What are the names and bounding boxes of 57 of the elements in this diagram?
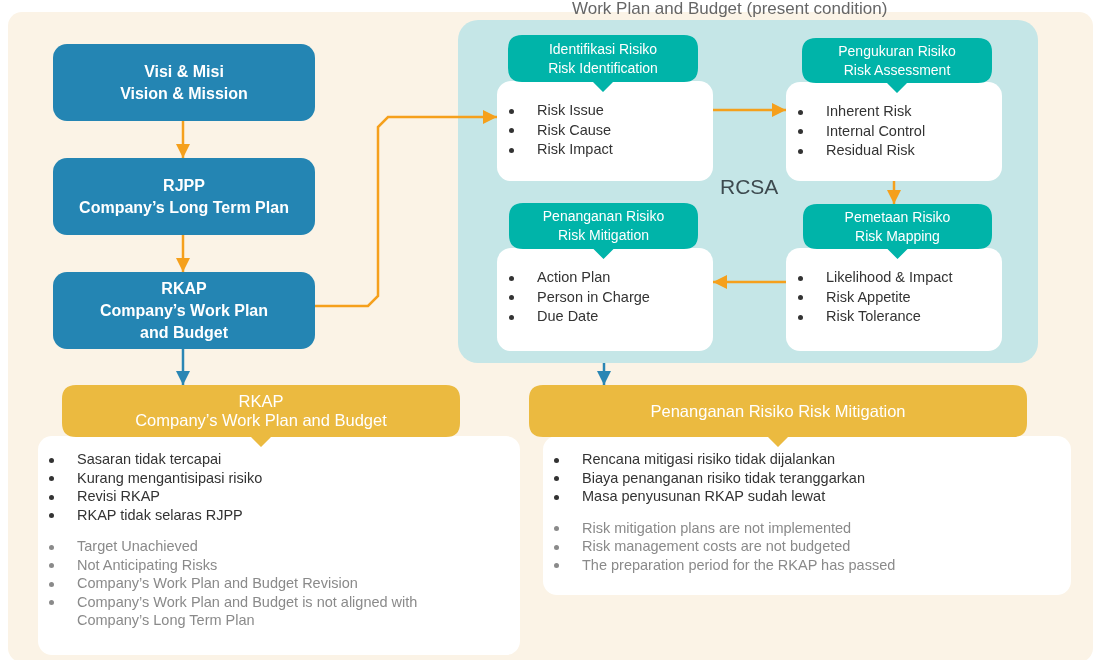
process-box xyxy=(53,158,315,235)
list-item: Masa penyusunan RKAP sudah lewat xyxy=(582,488,826,504)
list-item: Likelihood & Impact xyxy=(826,269,953,285)
list-item: Target Unachieved xyxy=(77,538,198,554)
list-item: Company’s Work Plan and Budget Revision xyxy=(77,575,358,591)
header-title: Penanganan Risiko Risk Mitigation xyxy=(650,401,906,421)
header-title: Pengukuran Risiko xyxy=(838,41,956,61)
list-item: Risk mitigation plans are not implemented xyxy=(582,519,852,536)
list-item: Person in Charge xyxy=(537,288,650,305)
list-item: Risk Appetite xyxy=(826,288,911,305)
header-subtitle: Company’s Work Plan and Budget xyxy=(135,411,387,430)
list-item: Risk management costs are not budgeted xyxy=(582,538,851,554)
list-item: Sasaran tidak tercapai xyxy=(77,451,222,467)
arrow xyxy=(176,121,190,158)
process-box xyxy=(53,272,315,349)
list-item: Residual Risk xyxy=(826,142,915,158)
box-subtitle: Vision & Mission xyxy=(120,83,248,104)
header-subtitle: Risk Mitigation xyxy=(558,226,649,245)
list-item: Action Plan xyxy=(537,269,611,285)
box-subtitle: Company’s Long Term Plan xyxy=(79,197,289,218)
diagram-title: Work Plan and Budget (present condition) xyxy=(572,0,888,18)
arrow xyxy=(176,235,190,272)
list-item: Revisi RKAP xyxy=(77,488,160,504)
list-item: Risk Issue xyxy=(537,102,604,118)
list-item: Internal Control xyxy=(826,122,926,139)
arrow xyxy=(713,275,786,289)
list-item: Risk Impact xyxy=(537,141,613,157)
box-title: RJPP xyxy=(163,175,205,196)
list-item: Rencana mitigasi risiko tidak dijalankan xyxy=(582,451,836,467)
list-item: Inherent Risk xyxy=(826,103,912,119)
list-item: Risk Cause xyxy=(537,121,612,138)
arrow xyxy=(597,363,611,385)
group-container xyxy=(458,20,1038,363)
header-title: Identifikasi Risiko xyxy=(548,39,658,59)
arrow xyxy=(887,181,901,204)
box-subtitle: Company’s Work Plan and Budget xyxy=(98,300,269,343)
list-item: Biaya penanganan risiko tidak teranggarkan xyxy=(582,469,865,486)
list-item: RKAP tidak selaras RJPP xyxy=(77,506,243,523)
header-title: RKAP xyxy=(238,392,284,411)
box-title: Visi & Misi xyxy=(144,61,224,82)
list-item: Risk Tolerance xyxy=(826,308,921,324)
header-title: Penanganan Risiko xyxy=(542,207,665,226)
arrow xyxy=(176,349,190,385)
header-title: Pemetaan Risiko xyxy=(844,207,951,227)
list-item: Due Date xyxy=(537,308,599,324)
header-subtitle: Risk Mapping xyxy=(855,226,940,246)
list-item: The preparation period for the RKAP has passed xyxy=(582,556,896,573)
list-item: Not Anticipating Risks xyxy=(77,556,218,573)
process-box xyxy=(53,44,315,121)
arrow xyxy=(315,110,497,308)
header-subtitle: Risk Assessment xyxy=(843,60,951,80)
group-label: RCSA xyxy=(720,175,779,199)
arrow xyxy=(713,103,786,117)
box-title: RKAP xyxy=(161,278,207,299)
header-subtitle: Risk Identification xyxy=(548,58,658,78)
list-item: Company’s Work Plan and Budget is not aligned with Company’s Long Term Plan xyxy=(77,593,418,628)
list-item: Kurang mengantisipasi risiko xyxy=(77,469,263,486)
